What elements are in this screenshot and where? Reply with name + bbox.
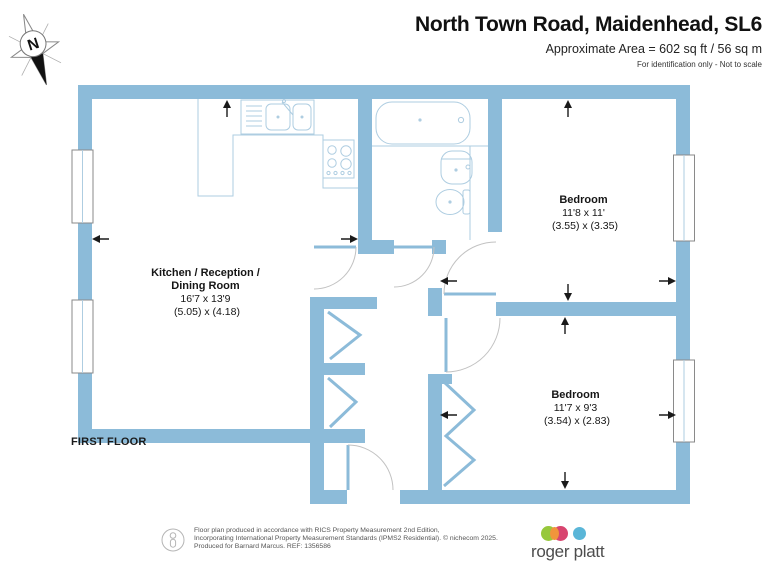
front-door xyxy=(346,444,394,491)
rics-person-icon xyxy=(161,528,185,552)
vanity-edge xyxy=(372,145,488,240)
header: North Town Road, Maidenhead, SL6 Approxi… xyxy=(415,13,762,69)
compass-north-letter: N xyxy=(26,35,42,55)
bathtub xyxy=(375,101,471,145)
kitchen-counter xyxy=(197,99,358,197)
wash-basin xyxy=(440,150,473,185)
toilet xyxy=(435,189,471,215)
logo-text: roger platt xyxy=(531,542,605,561)
cupboard-bifold-door xyxy=(327,376,359,429)
window xyxy=(673,359,695,443)
compass-south-point xyxy=(31,53,47,85)
agent-logo: roger platt xyxy=(531,524,651,564)
doors xyxy=(313,241,501,491)
window xyxy=(71,149,94,224)
hob xyxy=(322,139,355,179)
cupboard-bifold-door xyxy=(327,310,363,361)
footer-line-3: Produced for Barnard Marcus. REF: 135658… xyxy=(194,543,331,551)
bathroom-door xyxy=(393,245,435,288)
bedroom2-door xyxy=(444,317,501,373)
kitchen-sink xyxy=(240,99,315,135)
window xyxy=(71,299,94,374)
approximate-area-label: Approximate Area = 602 sq ft / 56 sq m xyxy=(545,42,762,56)
window xyxy=(673,154,695,242)
room-label-bedroom-2: Bedroom 11'7 x 9'3 (3.54) x (2.83) xyxy=(544,389,610,427)
kitchen-fixtures xyxy=(197,99,358,197)
wardrobe-bifold-doors xyxy=(442,380,477,488)
footer: Floor plan produced in accordance with R… xyxy=(160,527,498,553)
logo-dot-blue xyxy=(573,527,586,540)
room-label-kitchen: Kitchen / Reception / Dining Room 16'7 x… xyxy=(151,267,263,318)
footer-line-2: Incorporating International Property Mea… xyxy=(194,535,498,543)
compass-icon: N xyxy=(8,13,62,86)
bedroom1-door xyxy=(443,241,497,296)
windows xyxy=(71,149,695,443)
logo-dot-orange xyxy=(550,527,559,540)
bathroom-fixtures xyxy=(372,101,488,240)
footer-text: Floor plan produced in accordance with R… xyxy=(194,527,498,552)
page-title: North Town Road, Maidenhead, SL6 xyxy=(414,13,762,36)
footer-line-1: Floor plan produced in accordance with R… xyxy=(194,527,440,534)
kitchen-door xyxy=(313,245,357,290)
walls xyxy=(78,85,690,504)
disclaimer-label: For identification only - Not to scale xyxy=(637,60,762,69)
floor-label: FIRST FLOOR xyxy=(71,436,147,448)
measure-arrows xyxy=(92,100,676,489)
room-label-bedroom-1: Bedroom 11'8 x 11' (3.55) x (3.35) xyxy=(552,194,618,232)
